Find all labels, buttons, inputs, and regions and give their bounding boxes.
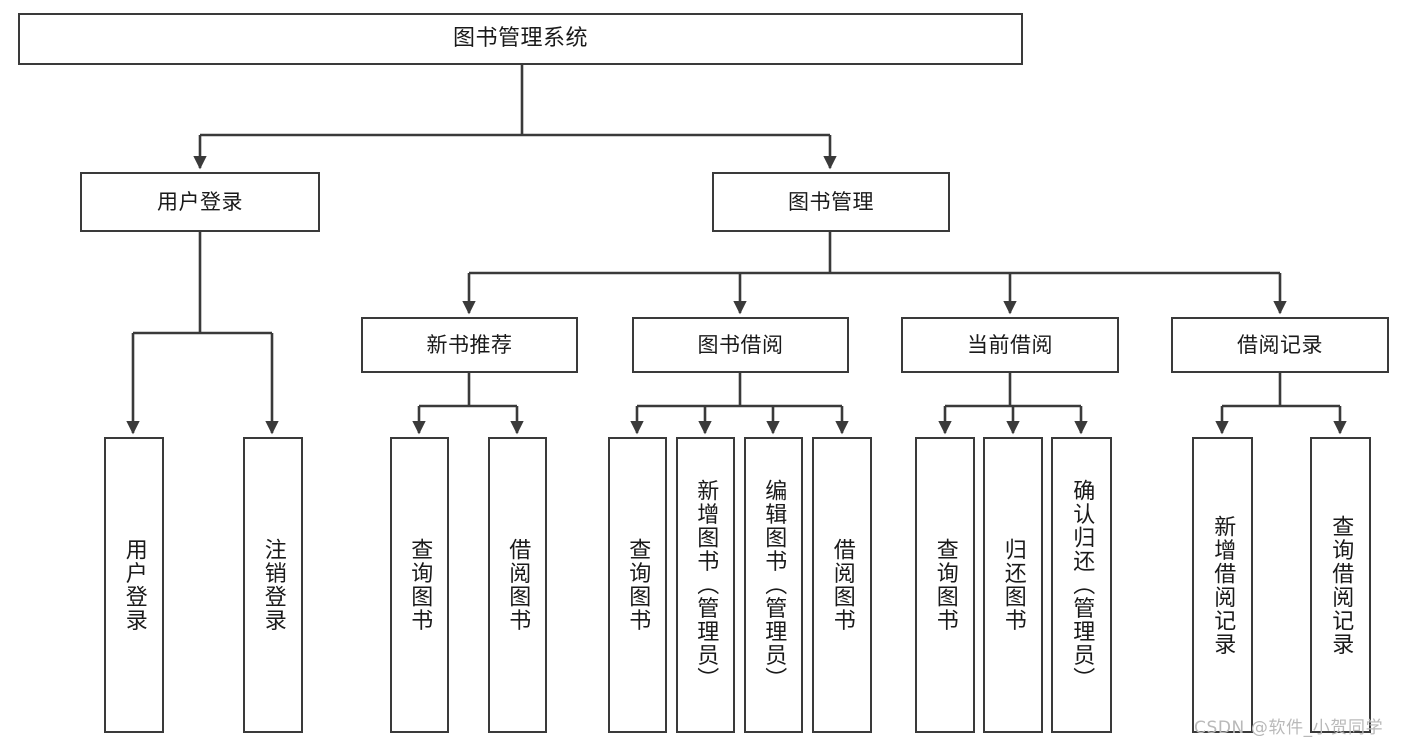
node-leaf-query-book-2-label: 查询图书: [625, 538, 651, 632]
node-leaf-add-record-label: 新增借阅记录: [1210, 514, 1236, 656]
node-leaf-logout-login[interactable]: 注销登录: [243, 437, 303, 733]
node-leaf-confirm-return[interactable]: 确认归还（管理员）: [1051, 437, 1112, 733]
node-leaf-add-book-label: 新增图书（管理员）: [693, 479, 719, 691]
node-book-manage[interactable]: 图书管理: [712, 172, 950, 232]
node-leaf-confirm-return-label: 确认归还（管理员）: [1069, 479, 1095, 691]
node-leaf-edit-book-label: 编辑图书（管理员）: [761, 479, 787, 691]
node-leaf-return-book[interactable]: 归还图书: [983, 437, 1043, 733]
node-leaf-query-book-1[interactable]: 查询图书: [390, 437, 449, 733]
node-leaf-query-book-2[interactable]: 查询图书: [608, 437, 667, 733]
node-leaf-query-record-label: 查询借阅记录: [1328, 514, 1354, 656]
node-root-label: 图书管理系统: [452, 26, 588, 52]
node-leaf-query-book-1-label: 查询图书: [407, 538, 433, 632]
node-book-manage-label: 图书管理: [788, 189, 874, 214]
node-leaf-borrow-book-2-label: 借阅图书: [829, 538, 855, 632]
node-leaf-add-book[interactable]: 新增图书（管理员）: [676, 437, 735, 733]
node-leaf-borrow-book-1-label: 借阅图书: [505, 538, 531, 632]
node-leaf-user-login[interactable]: 用户登录: [104, 437, 164, 733]
node-leaf-query-book-3-label: 查询图书: [932, 538, 958, 632]
node-leaf-add-record[interactable]: 新增借阅记录: [1192, 437, 1253, 733]
node-leaf-borrow-book-1[interactable]: 借阅图书: [488, 437, 547, 733]
watermark: CSDN @软件_小贺同学: [1194, 718, 1384, 738]
node-leaf-query-record[interactable]: 查询借阅记录: [1310, 437, 1371, 733]
node-leaf-user-login-label: 用户登录: [121, 538, 147, 632]
node-leaf-query-book-3[interactable]: 查询图书: [915, 437, 975, 733]
node-new-book-rec-label: 新书推荐: [426, 332, 513, 357]
node-current-borrow-label: 当前借阅: [967, 332, 1053, 357]
node-root[interactable]: 图书管理系统: [18, 13, 1023, 65]
node-user-login-label: 用户登录: [157, 189, 243, 214]
node-leaf-logout-login-label: 注销登录: [260, 538, 286, 632]
node-leaf-edit-book[interactable]: 编辑图书（管理员）: [744, 437, 803, 733]
node-book-borrow-label: 图书借阅: [697, 332, 784, 357]
node-book-borrow[interactable]: 图书借阅: [632, 317, 849, 373]
node-borrow-record-label: 借阅记录: [1237, 332, 1323, 357]
node-leaf-return-book-label: 归还图书: [1000, 538, 1026, 632]
node-current-borrow[interactable]: 当前借阅: [901, 317, 1119, 373]
node-new-book-rec[interactable]: 新书推荐: [361, 317, 578, 373]
node-borrow-record[interactable]: 借阅记录: [1171, 317, 1389, 373]
node-leaf-borrow-book-2[interactable]: 借阅图书: [812, 437, 872, 733]
node-user-login[interactable]: 用户登录: [80, 172, 320, 232]
